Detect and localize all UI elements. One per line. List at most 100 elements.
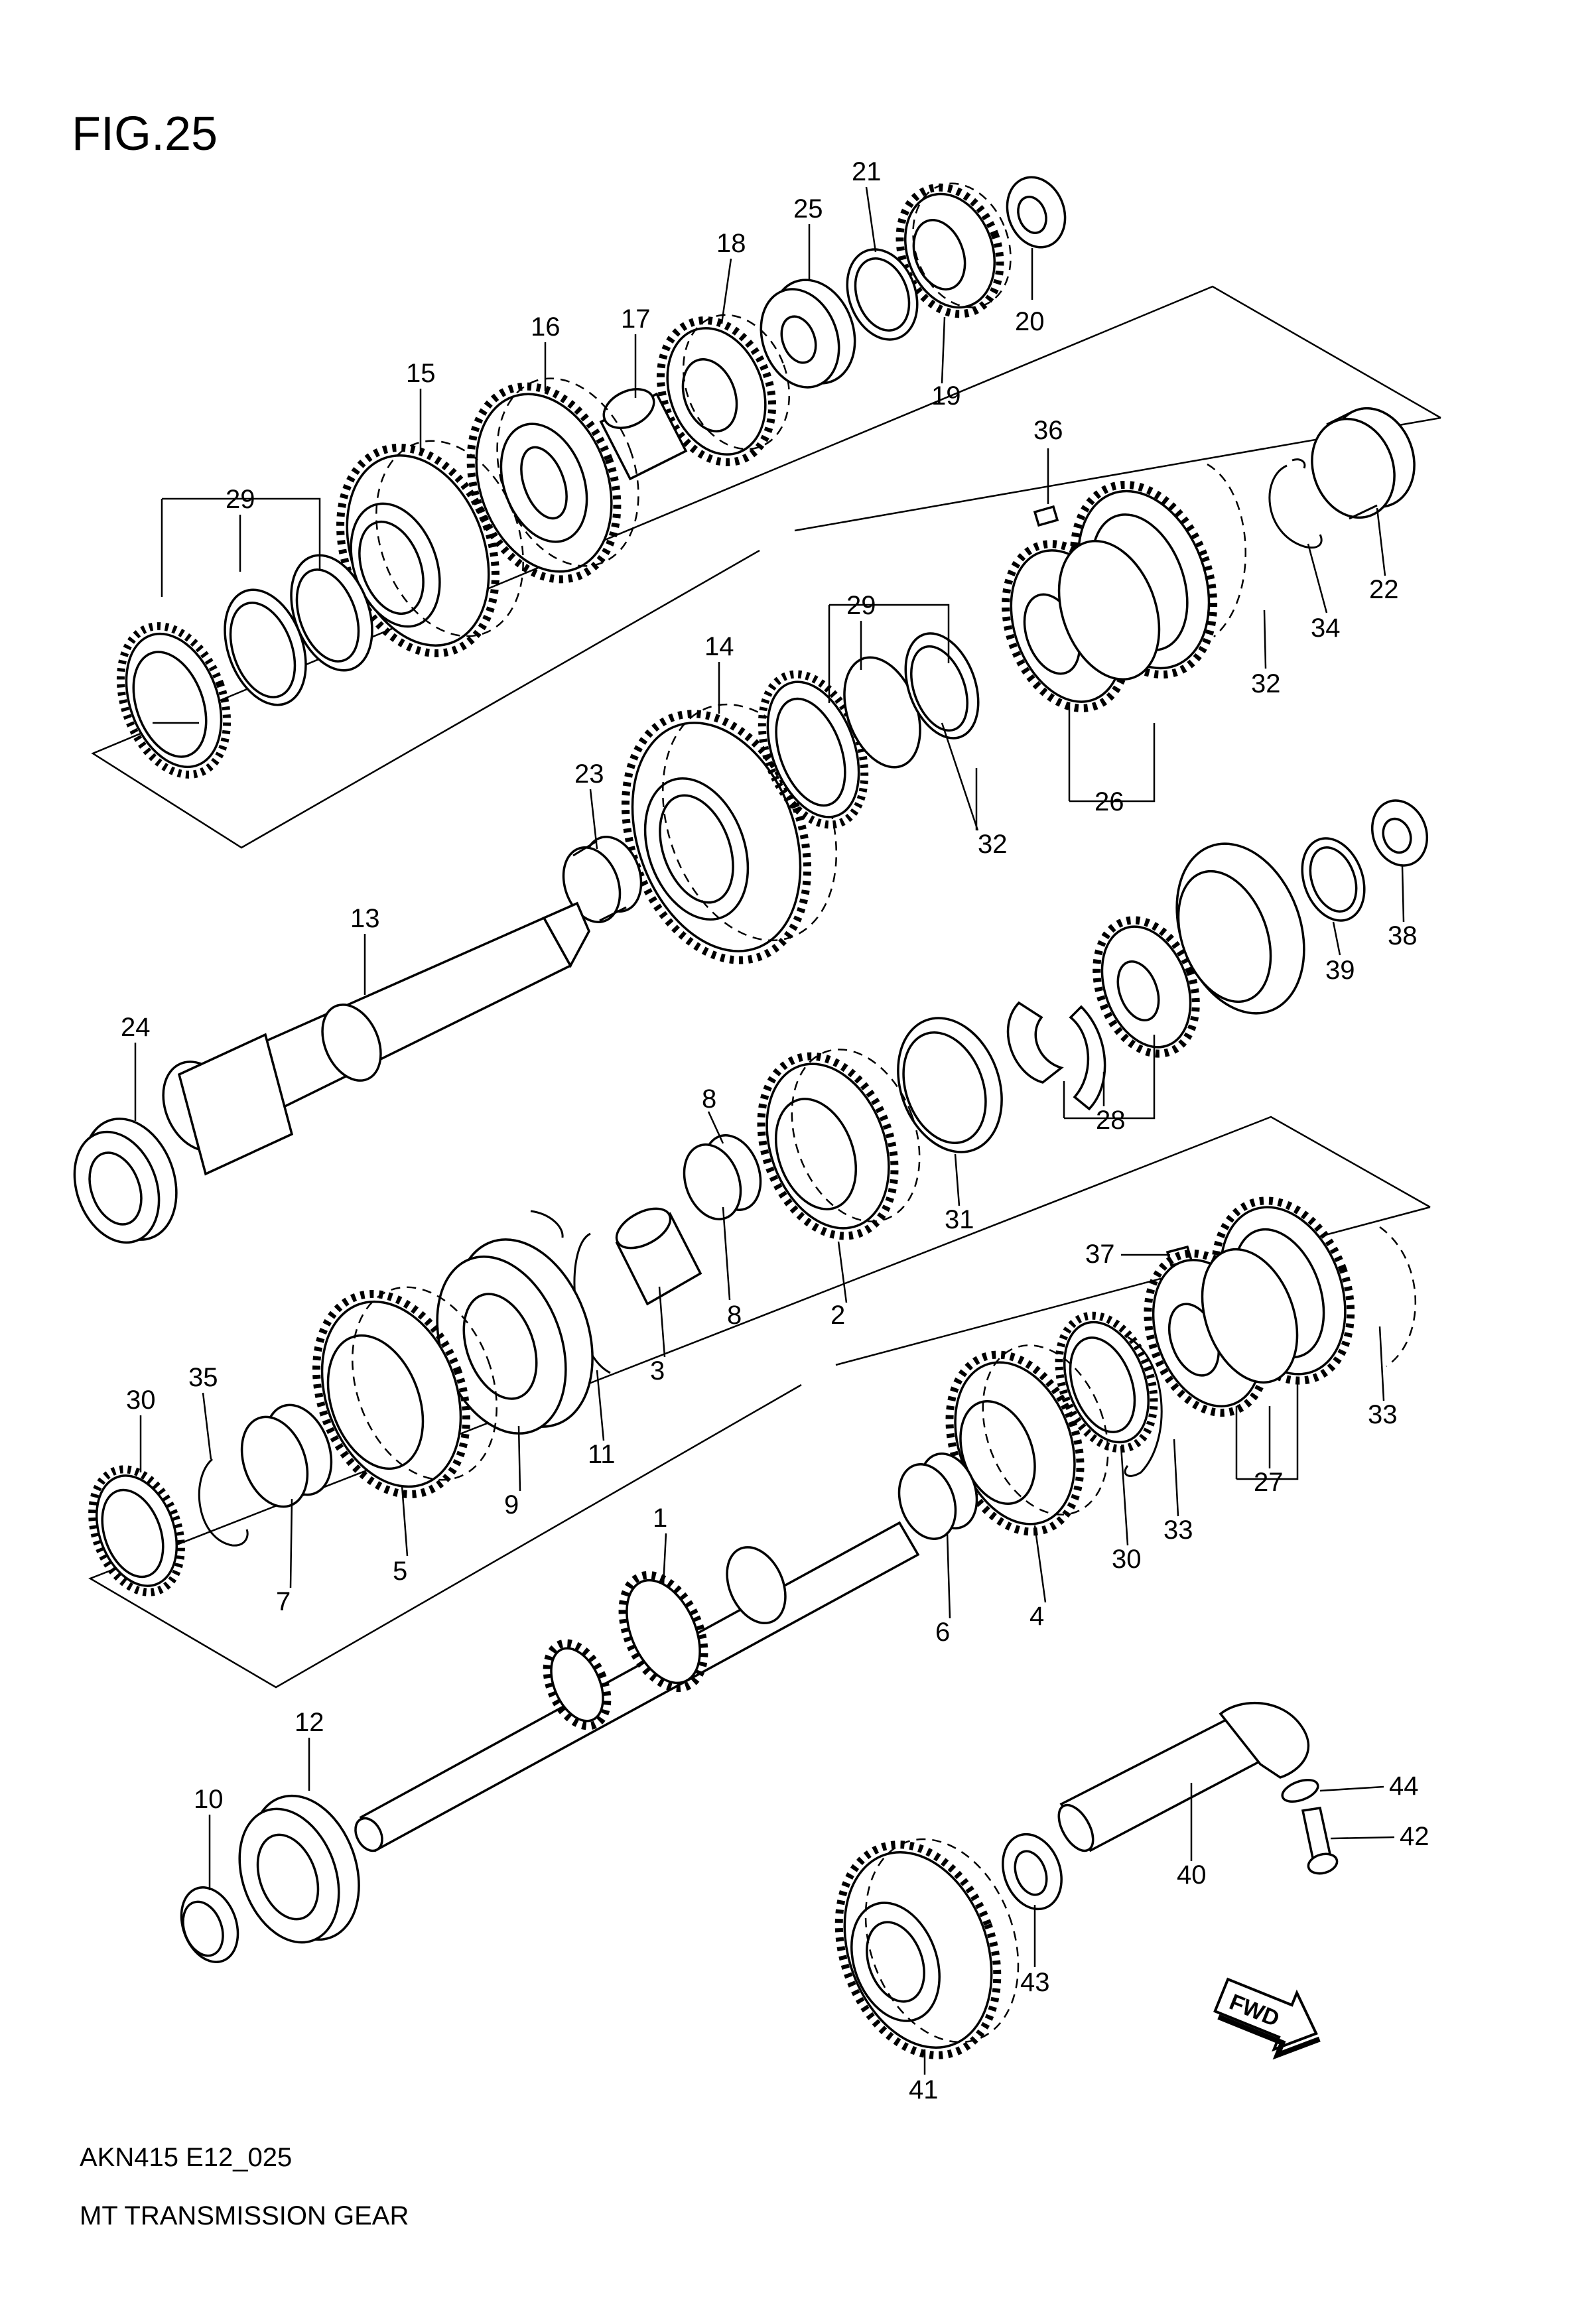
part-30-synchro-ring-lower-left — [88, 1465, 185, 1596]
callout-13: 13 — [350, 904, 380, 933]
part-40-idler-shaft — [1057, 1701, 1309, 1852]
callout-17: 17 — [621, 304, 651, 334]
callout-16: 16 — [531, 312, 561, 342]
callout-38: 38 — [1388, 921, 1418, 950]
part-44-washer — [1281, 1778, 1319, 1803]
part-30-synchro-ring-lower-right — [1055, 1311, 1163, 1477]
callout-26: 26 — [1094, 787, 1124, 816]
fwd-arrow-icon: FWD — [1213, 1977, 1321, 2060]
figure-code: AKN415 E12_025 — [80, 2143, 292, 2172]
leader-line — [1401, 866, 1405, 923]
callout-30-left: 30 — [126, 1386, 156, 1415]
leader-line — [1319, 1785, 1384, 1792]
callout-43: 43 — [1020, 1968, 1050, 1997]
part-10-oil-seal — [180, 1886, 239, 1963]
callout-34: 34 — [1311, 613, 1341, 643]
part-30-synchro-ring-upper-left — [116, 622, 232, 779]
part-29-synchro-ring-upper — [224, 554, 373, 706]
callout-15: 15 — [406, 359, 436, 388]
callout-33-right: 33 — [1368, 1400, 1398, 1429]
part-3-sleeve — [615, 1207, 702, 1306]
leader-line — [658, 1286, 666, 1358]
part-36-key — [1033, 505, 1059, 527]
leader-line — [837, 1241, 848, 1303]
leader-line — [589, 789, 598, 850]
callout-4: 4 — [1029, 1602, 1044, 1631]
callout-7: 7 — [276, 1587, 291, 1616]
part-27-synchro-hub — [1144, 1248, 1299, 1417]
part-21-snap-ring — [846, 248, 919, 341]
callout-8-lower: 8 — [727, 1301, 742, 1330]
part-1-main-shaft — [354, 1521, 920, 1852]
part-18-gear — [656, 314, 791, 466]
part-14-gear — [621, 703, 838, 964]
callout-21: 21 — [852, 157, 882, 186]
callout-30-right: 30 — [1112, 1545, 1142, 1574]
callout-18: 18 — [716, 229, 746, 258]
callout-5: 5 — [393, 1557, 407, 1586]
lower-shaft-group-outline — [88, 1116, 1431, 1689]
leader-line — [946, 1531, 951, 1619]
leader-line — [662, 1533, 667, 1586]
callout-9: 9 — [504, 1490, 519, 1519]
callout-33-middle: 33 — [1163, 1516, 1193, 1545]
callout-23: 23 — [574, 759, 604, 789]
callout-37: 37 — [1085, 1240, 1115, 1269]
leader-line — [707, 1111, 724, 1144]
callout-32-middle: 32 — [978, 830, 1008, 859]
group-bracket — [1064, 1035, 1156, 1120]
part-9-bearing — [436, 1238, 594, 1435]
part-31-ring — [897, 1017, 1003, 1153]
leader-line — [941, 316, 946, 384]
leader-lines — [134, 186, 1405, 2075]
callout-39: 39 — [1325, 956, 1355, 985]
part-25-bearing — [760, 279, 856, 389]
leader-line — [1120, 1445, 1129, 1546]
part-35-snap-ring — [198, 1458, 249, 1547]
leader-line — [1378, 1326, 1385, 1401]
part-16-gear — [466, 377, 639, 584]
callout-11: 11 — [588, 1440, 616, 1469]
part-2-gear — [757, 1049, 921, 1240]
callout-36: 36 — [1033, 416, 1063, 445]
group-bracket — [829, 604, 950, 663]
part-34-snap-ring — [1268, 458, 1323, 549]
figure-caption: MT TRANSMISSION GEAR — [80, 2201, 409, 2230]
leader-line — [1263, 610, 1267, 669]
leader-line — [722, 1206, 731, 1301]
leader-line — [954, 1153, 961, 1206]
callout-32-upper: 32 — [1251, 669, 1281, 698]
part-24-bearing — [73, 1118, 178, 1244]
part-26-synchro-hub — [1002, 539, 1161, 712]
part-5-gear — [312, 1286, 498, 1499]
callout-6: 6 — [935, 1618, 950, 1647]
leader-line — [941, 722, 979, 831]
group-bracket — [1236, 1380, 1299, 1480]
callout-25: 25 — [793, 194, 823, 224]
leader-line — [1307, 543, 1328, 613]
part-8-needle-bearing — [683, 1134, 762, 1220]
part-38-nut — [1370, 799, 1429, 867]
part-6-needle-bearing — [897, 1452, 978, 1540]
part-13-countershaft — [162, 901, 590, 1176]
callout-29-upper: 29 — [226, 485, 255, 514]
callout-31: 31 — [945, 1205, 974, 1234]
callout-28: 28 — [1096, 1106, 1126, 1135]
callout-44: 44 — [1389, 1772, 1419, 1801]
callout-27: 27 — [1254, 1468, 1284, 1497]
part-28-synchro-sleeve — [1006, 842, 1305, 1111]
group-bracket — [1069, 723, 1156, 803]
leader-line — [517, 1425, 521, 1492]
part-4-gear — [945, 1344, 1109, 1536]
callout-2: 2 — [830, 1301, 845, 1330]
part-41-reverse-idler-gear — [834, 1838, 1020, 2059]
callout-3: 3 — [650, 1356, 665, 1386]
callout-40: 40 — [1177, 1860, 1207, 1890]
part-43-thrust-washer — [1002, 1833, 1063, 1911]
part-29-synchro-ring-middle — [758, 632, 980, 829]
part-17-bushing — [599, 388, 688, 481]
part-7-needle-bearing — [240, 1403, 333, 1508]
part-20-nut — [1006, 176, 1067, 249]
callout-35: 35 — [188, 1363, 218, 1392]
